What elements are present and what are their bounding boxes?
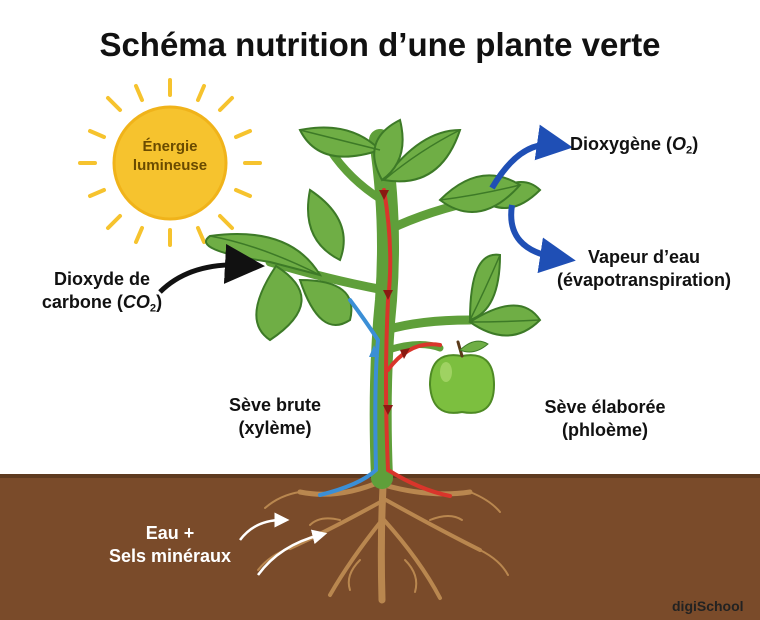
co2-subscript: 2 (149, 301, 157, 314)
vapour-arrow (508, 204, 576, 274)
elaborated-sap-line2: (phloème) (561, 419, 648, 440)
vapour-label: Vapeur d’eau (évapotranspiration) (528, 246, 760, 291)
raw-sap-line2: (xylème) (238, 417, 312, 438)
co2-formula: CO (122, 291, 150, 312)
water-minerals-label: Eau + Sels minéraux (80, 522, 260, 567)
sun (78, 78, 262, 247)
co2-suffix: ) (156, 291, 163, 312)
page-title: Schéma nutrition d’une plante verte (99, 26, 661, 63)
xylem-path (318, 298, 381, 497)
sun-label-line1: Énergie (142, 138, 198, 155)
co2-label: Dioxyde de carbone (CO2) (22, 268, 182, 316)
phloem-path (382, 188, 452, 498)
elaborated-sap-line1: Sève élaborée (544, 397, 666, 417)
brand-logo: digiSchool (672, 598, 744, 614)
o2-arrow (489, 124, 573, 190)
co2-prefix: carbone ( (41, 291, 123, 312)
water-arrow-2 (256, 529, 328, 576)
sun-label: Énergie lumineuse (118, 138, 222, 176)
raw-sap-label: Sève brute (xylème) (200, 394, 350, 439)
o2-prefix: Dioxygène ( (570, 134, 673, 154)
o2-formula: O (672, 134, 687, 154)
o2-suffix: ) (692, 134, 699, 154)
vapour-label-line1: Vapeur d’eau (587, 247, 701, 267)
co2-label-line2: carbone (CO2) (22, 291, 182, 316)
raw-sap-line1: Sève brute (228, 395, 322, 415)
sun-label-line2: lumineuse (132, 156, 208, 174)
water-line1: Eau + (145, 523, 195, 543)
co2-label-line1: Dioxyde de (53, 269, 151, 289)
co2-arrow (158, 243, 265, 294)
o2-label: Dioxygène (O2) (570, 133, 698, 158)
water-arrow-1 (239, 512, 290, 541)
water-line2: Sels minéraux (108, 545, 232, 566)
elaborated-sap-label: Sève élaborée (phloème) (515, 396, 695, 441)
o2-subscript: 2 (686, 144, 693, 157)
leaves (205, 118, 542, 342)
vapour-label-line2: (évapotranspiration) (556, 269, 732, 290)
apple (428, 340, 496, 414)
